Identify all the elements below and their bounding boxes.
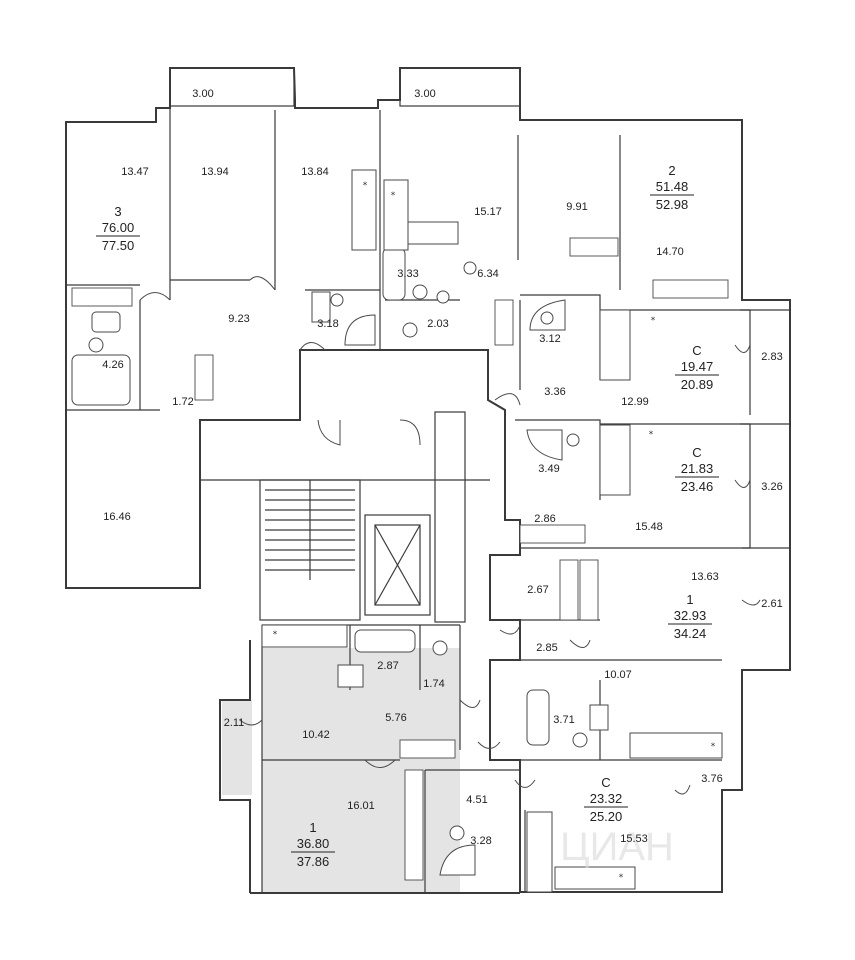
apartment-living-area: 23.32	[590, 791, 623, 806]
room-area: 2.87	[377, 660, 398, 672]
room-area: 15.17	[474, 206, 502, 218]
room-area: 4.51	[466, 794, 487, 806]
apartment-label: С 21.83 23.46	[675, 445, 719, 494]
room-area: 1.72	[172, 396, 193, 408]
room-area: 3.36	[544, 386, 565, 398]
apartment-label: С 23.32 25.20	[584, 775, 628, 824]
apartment-total-area: 52.98	[656, 197, 689, 212]
room-area: 2.11	[224, 717, 245, 729]
room-area: 4.26	[102, 359, 123, 371]
room-area: 15.48	[635, 521, 663, 533]
doors	[139, 276, 761, 795]
apartment-total-area: 25.20	[590, 809, 623, 824]
room-area: 6.34	[477, 268, 498, 280]
room-area: 3.12	[539, 333, 560, 345]
kitchen-fixtures	[261, 169, 723, 893]
balconies	[169, 67, 521, 107]
room-area: 3.33	[397, 268, 418, 280]
room-area-labels: 13.47 13.94 13.84 15.17 9.91 14.70 9.23 …	[102, 166, 782, 847]
watermark: ЦИАН	[560, 825, 674, 869]
apartment-living-area: 76.00	[102, 220, 135, 235]
apartment-type: С	[601, 775, 610, 790]
room-area: 2.61	[761, 598, 782, 610]
apartment-label: 2 51.48 52.98	[650, 163, 694, 212]
room-area: 16.01	[347, 800, 375, 812]
room-area: 14.70	[656, 246, 684, 258]
apartment-living-area: 51.48	[656, 179, 689, 194]
room-area: 2.85	[536, 642, 557, 654]
apartment-living-area: 36.80	[297, 836, 330, 851]
fixture-mark: *	[391, 191, 396, 201]
room-area: 9.23	[228, 313, 249, 325]
fixture-mark: *	[711, 742, 716, 752]
room-area: 15.53	[620, 833, 648, 845]
room-area: 10.42	[302, 729, 330, 741]
room-area: 3.71	[553, 714, 574, 726]
room-area: 2.86	[534, 513, 555, 525]
room-area: 13.47	[121, 166, 149, 178]
room-area: 13.84	[301, 166, 329, 178]
fixture-mark: *	[651, 316, 656, 326]
apartment-type: 1	[686, 592, 693, 607]
room-area: 5.76	[385, 712, 406, 724]
apartment-total-area: 37.86	[297, 854, 330, 869]
fixture-mark: *	[649, 430, 654, 440]
apartment-label: С 19.47 20.89	[675, 343, 719, 392]
room-area: 3.76	[701, 773, 722, 785]
room-area: 16.46	[103, 511, 131, 523]
room-area: 9.91	[566, 201, 587, 213]
room-area: 12.99	[621, 396, 649, 408]
room-area: 3.18	[317, 318, 338, 330]
apartment-total-area: 77.50	[102, 238, 135, 253]
room-area: 2.03	[427, 318, 448, 330]
apartment-living-area: 32.93	[674, 608, 707, 623]
fixture-mark: *	[273, 630, 278, 640]
balcony-label: 3.00	[414, 88, 435, 100]
room-area: 2.83	[761, 351, 782, 363]
apartment-total-area: 23.46	[681, 479, 714, 494]
apartment-label: 1 36.80 37.86	[291, 820, 335, 869]
apartment-type: 1	[309, 820, 316, 835]
apartment-living-area: 21.83	[681, 461, 714, 476]
fixture-mark: *	[363, 181, 368, 191]
room-area: 1.74	[423, 678, 444, 690]
apartment-total-area: 34.24	[674, 626, 707, 641]
radiators	[71, 237, 729, 881]
apartment-total-area: 20.89	[681, 377, 714, 392]
room-area: 2.67	[527, 584, 548, 596]
fixture-marks: * * * * * * *	[273, 181, 716, 883]
apartment-type: 3	[114, 204, 121, 219]
room-area: 13.94	[201, 166, 229, 178]
apartment-living-area: 19.47	[681, 359, 714, 374]
fixture-mark: *	[619, 873, 624, 883]
apartment-label: 3 76.00 77.50	[96, 204, 140, 253]
room-area: 3.28	[470, 835, 491, 847]
apartment-type: С	[692, 343, 701, 358]
balcony-label: 3.00	[192, 88, 213, 100]
apartment-type: С	[692, 445, 701, 460]
exterior-walls	[65, 67, 791, 894]
apartment-label: 1 32.93 34.24	[668, 592, 712, 641]
apartment-type: 2	[668, 163, 675, 178]
room-area: 10.07	[604, 669, 632, 681]
stair-core	[199, 411, 490, 623]
room-area: 13.63	[691, 571, 719, 583]
room-area: 3.26	[761, 481, 782, 493]
room-area: 3.49	[538, 463, 559, 475]
